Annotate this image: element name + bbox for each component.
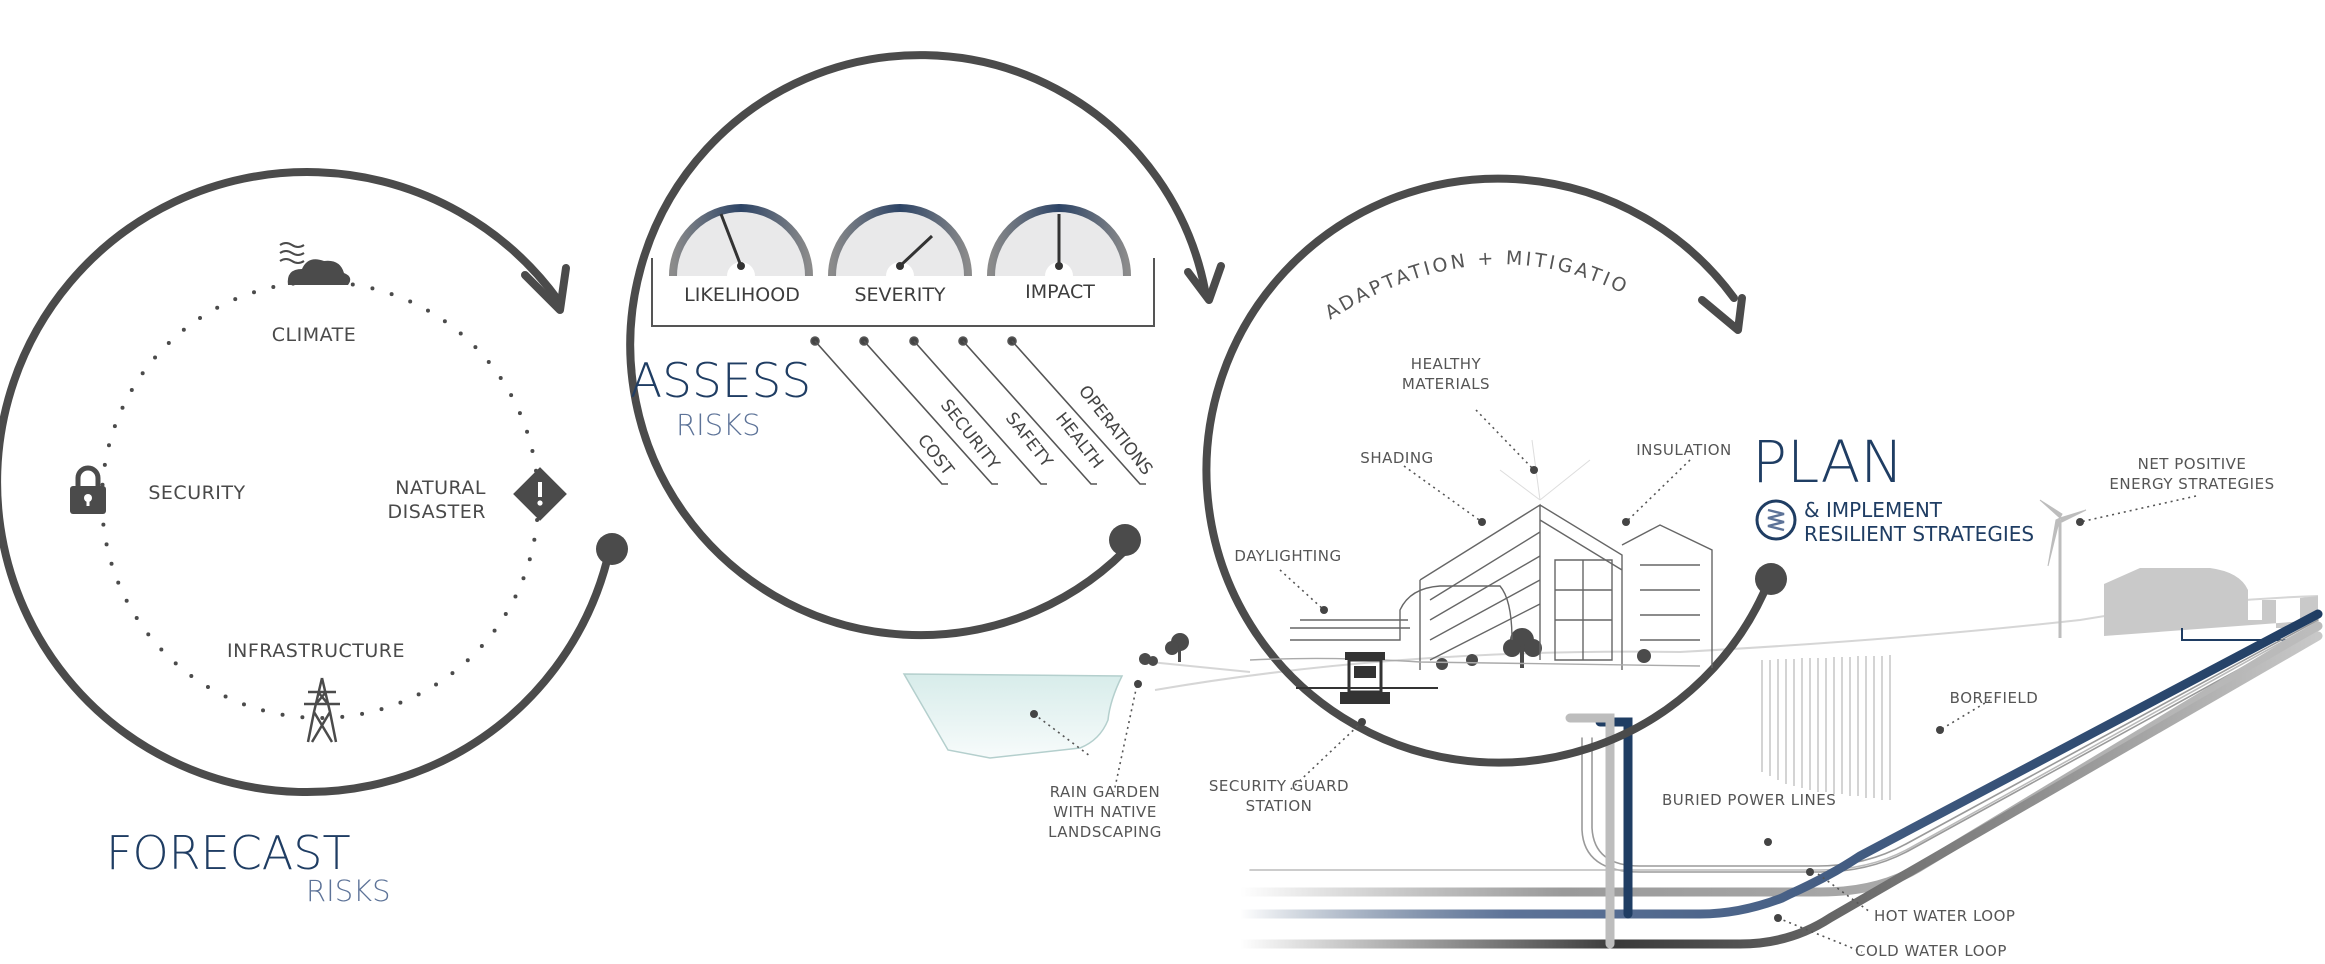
gauge-likelihood	[669, 204, 813, 277]
guard-line-2: STATION	[1245, 797, 1313, 815]
callout-healthy-materials: HEALTHY MATERIALS	[1402, 354, 1490, 394]
assess-title: ASSESS	[630, 354, 812, 409]
net-line-1: NET POSITIVE	[2137, 455, 2247, 473]
factor-leaders	[810, 336, 1146, 485]
plan-ring	[1202, 174, 1787, 767]
building-illustration	[1249, 439, 1713, 670]
security-label: SECURITY	[148, 482, 246, 504]
callout-net-positive: NET POSITIVE ENERGY STRATEGIES	[2109, 454, 2274, 494]
callout-hot-water-loop: HOT WATER LOOP	[1874, 907, 2016, 925]
callout-buried-power-lines: BURIED POWER LINES	[1662, 791, 1837, 809]
plan-title: PLAN	[1752, 428, 1904, 496]
factor-labels: COST SECURITY SAFETY HEALTH OPERATIONS	[913, 382, 1156, 480]
gauge-label-impact: IMPACT	[1025, 281, 1095, 303]
rain-garden-pond	[902, 673, 1124, 759]
assess-ring-end-dot	[1109, 524, 1141, 556]
tree-icon	[1139, 628, 1651, 670]
callout-rain-garden: RAIN GARDEN WITH NATIVE LANDSCAPING	[1048, 782, 1162, 842]
callout-dots	[1030, 466, 2084, 922]
callout-cold-water-loop: COLD WATER LOOP	[1855, 942, 2007, 960]
gauge-label-likelihood: LIKELIHOOD	[684, 284, 800, 306]
plan-ring-end-dot	[1755, 563, 1787, 595]
guard-line-1: SECURITY GUARD	[1208, 777, 1350, 795]
rain-line-3: LANDSCAPING	[1048, 823, 1162, 841]
wind-turbine-icon	[2039, 499, 2087, 638]
landscape	[902, 499, 2319, 800]
lock-icon	[70, 465, 106, 514]
power-tower-icon	[304, 677, 340, 743]
forecast-ring-end-dot	[596, 533, 628, 565]
plan-subtitle-line-2: RESILIENT STRATEGIES	[1804, 522, 2035, 546]
natural-disaster-line-2: DISASTER	[387, 501, 486, 523]
cloud-icon	[279, 242, 351, 285]
gauge-impact	[987, 204, 1131, 277]
utility-pipes	[1235, 609, 2323, 949]
forecast-title: FORECAST	[106, 826, 351, 880]
assess-ring	[626, 51, 1225, 640]
adaptation-mitigation-text: ADAPTATION + MITIGATION	[0, 0, 1633, 324]
borefield	[1761, 655, 1891, 800]
rain-line-1: RAIN GARDEN	[1049, 783, 1161, 801]
infrastructure-label: INFRASTRUCTURE	[227, 640, 405, 662]
callout-security-guard: SECURITY GUARD STATION	[1209, 776, 1349, 816]
assess-subtitle: RISKS	[676, 408, 761, 442]
healthy-line-2: MATERIALS	[1401, 375, 1491, 393]
plan-subtitle-line-1: & IMPLEMENT	[1804, 498, 1943, 522]
healthy-line-1: HEALTHY	[1410, 355, 1482, 373]
warning-icon	[513, 467, 567, 521]
callout-daylighting: DAYLIGHTING	[1234, 547, 1342, 565]
gauge-bracket	[651, 258, 1155, 327]
callout-borefield: BOREFIELD	[1949, 689, 2039, 707]
net-line-2: ENERGY STRATEGIES	[2109, 475, 2275, 493]
forecast-subtitle: RISKS	[306, 874, 391, 908]
rain-line-2: WITH NATIVE	[1053, 803, 1157, 821]
gauge-severity	[828, 204, 972, 277]
guard-station-icon	[1296, 652, 1438, 704]
climate-label: CLIMATE	[271, 324, 357, 346]
energy-facility	[2104, 568, 2318, 636]
coil-icon	[1755, 499, 1797, 541]
plan-subtitle: & IMPLEMENT RESILIENT STRATEGIES	[1804, 498, 2034, 546]
natural-disaster-line-1: NATURAL	[395, 477, 486, 499]
callout-shading: SHADING	[1360, 449, 1434, 467]
natural-disaster-label: NATURAL DISASTER	[387, 476, 486, 524]
factor-safety: SAFETY	[1001, 409, 1057, 472]
callout-insulation: INSULATION	[1636, 441, 1732, 459]
gauge-label-severity: SEVERITY	[854, 284, 946, 306]
